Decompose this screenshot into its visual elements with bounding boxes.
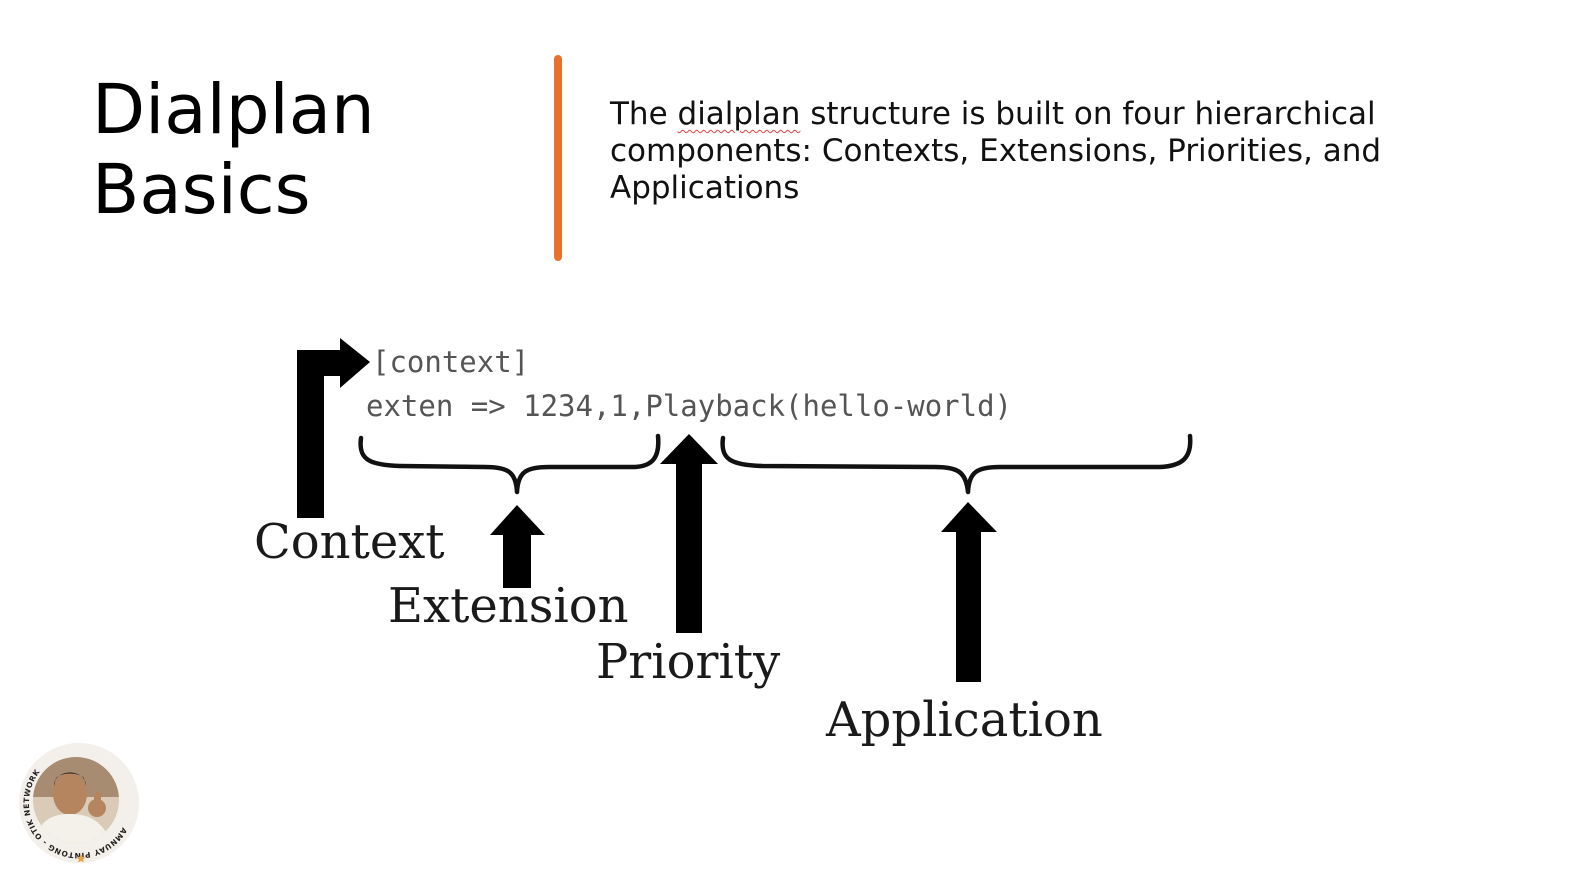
priority-arrow bbox=[660, 434, 718, 633]
title-line-1: Dialplan bbox=[92, 70, 375, 150]
label-context: Context bbox=[254, 514, 445, 570]
context-arrow bbox=[297, 338, 370, 518]
accent-divider bbox=[554, 55, 562, 261]
extension-brace bbox=[358, 433, 661, 495]
presenter-avatar-icon: AMNUAY PINTONG - OTIK NETWORK bbox=[19, 743, 139, 863]
slide-title: Dialplan Basics bbox=[92, 70, 522, 230]
code-line-context: [context] bbox=[372, 345, 529, 379]
code-line-exten: exten => 1234,1,Playback(hello-world) bbox=[366, 389, 1012, 423]
title-line-2: Basics bbox=[92, 150, 311, 230]
description-before: The bbox=[610, 96, 678, 132]
description-after: structure is built on four hierarchical … bbox=[610, 96, 1382, 206]
application-brace bbox=[720, 433, 1193, 495]
description-underlined-word: dialplan bbox=[677, 96, 801, 132]
label-application: Application bbox=[825, 692, 1103, 748]
label-extension: Extension bbox=[388, 578, 629, 634]
presenter-badge: AMNUAY PINTONG - OTIK NETWORK bbox=[18, 742, 140, 864]
slide-description: The dialplan structure is built on four … bbox=[610, 96, 1440, 207]
extension-arrow bbox=[490, 505, 545, 588]
dialplan-diagram: [context] exten => 1234,1,Playback(hello… bbox=[240, 330, 1220, 760]
application-arrow bbox=[941, 502, 997, 682]
dialplan-diagram-svg: [context] exten => 1234,1,Playback(hello… bbox=[254, 338, 1193, 748]
label-priority: Priority bbox=[596, 634, 780, 690]
